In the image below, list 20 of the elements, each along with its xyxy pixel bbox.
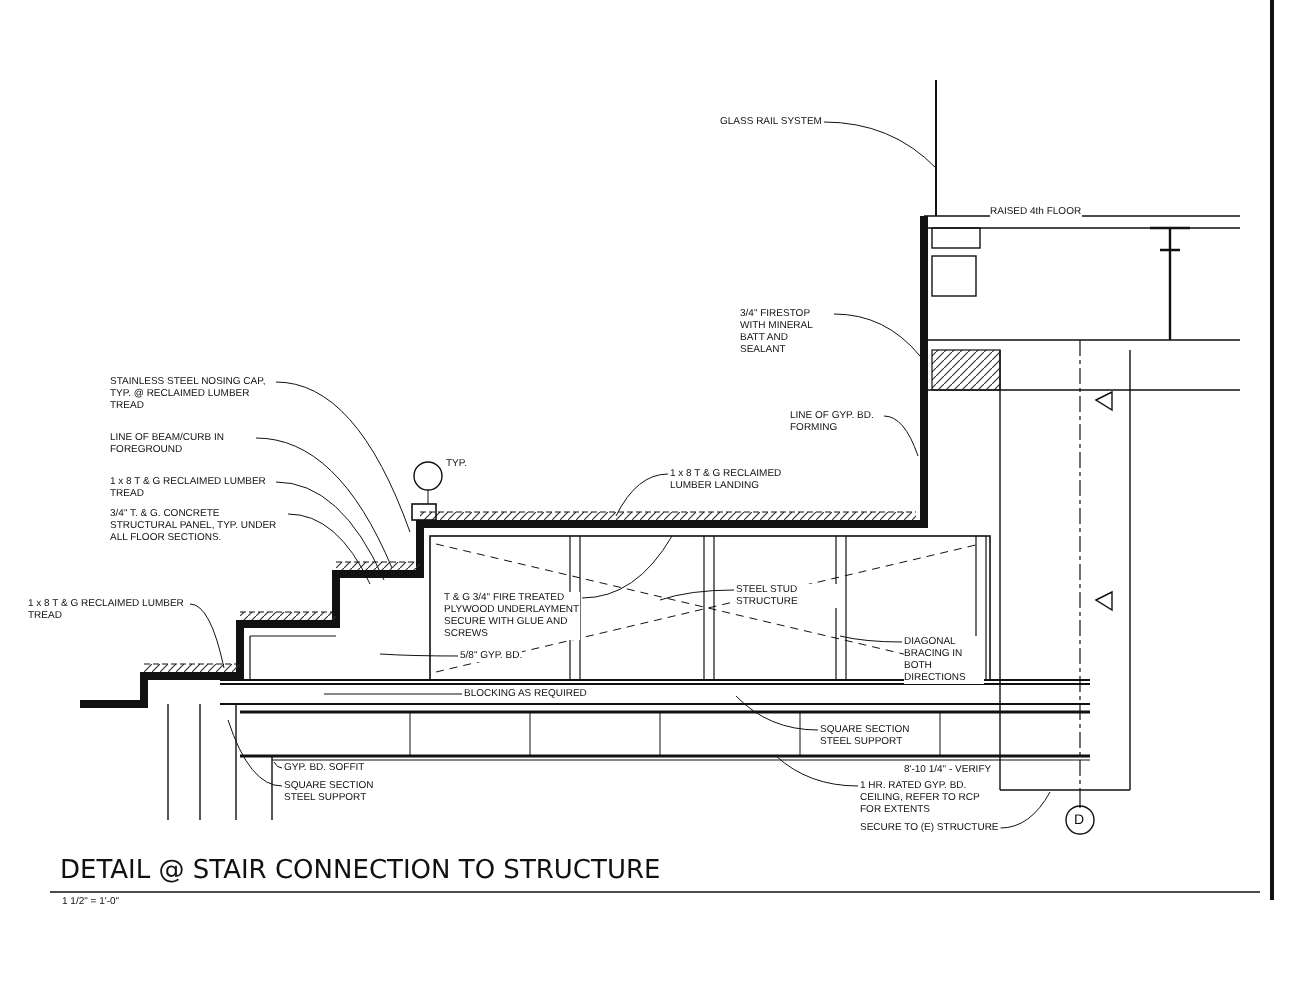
leader-line [287, 513, 371, 585]
leader-line [1000, 791, 1051, 829]
leader-line [659, 589, 735, 601]
drawing-title: DETAIL @ STAIR CONNECTION TO STRUCTURE [60, 856, 661, 886]
leader-line [735, 695, 819, 731]
leader-line [823, 121, 937, 169]
leader-line [581, 535, 673, 599]
leader-line [323, 693, 463, 695]
leader-line [883, 415, 919, 457]
leader-line [379, 653, 459, 657]
leader-line [227, 719, 283, 787]
leader-line [839, 635, 903, 643]
leader-line [275, 381, 411, 533]
leader-line [273, 761, 283, 769]
leader-line [775, 755, 859, 787]
leader-line [275, 481, 385, 581]
leader-line [615, 473, 669, 517]
leader-line [833, 313, 921, 357]
leader-line [189, 603, 225, 669]
leader-line [255, 437, 393, 569]
